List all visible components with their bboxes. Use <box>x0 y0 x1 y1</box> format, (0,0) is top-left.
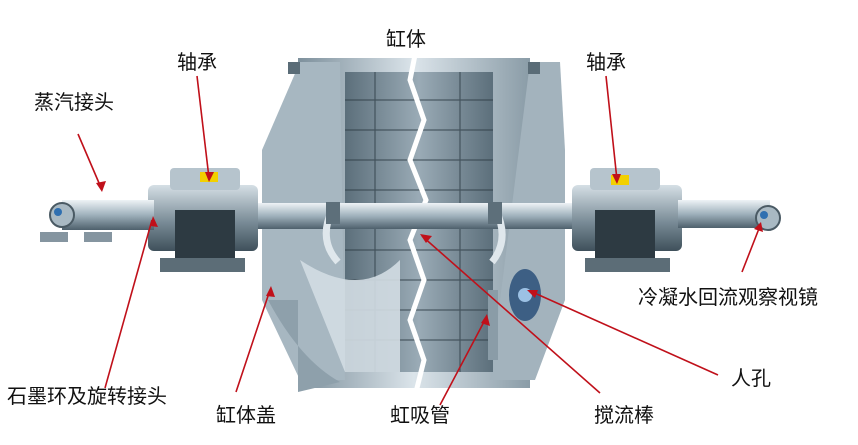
left-bearing-inner <box>175 210 235 258</box>
rim-bolt-right <box>528 62 540 74</box>
label-cylinder-cover: 缸体盖 <box>216 403 276 427</box>
rim-bolt-left <box>288 62 300 74</box>
siphon-pipes <box>322 202 506 360</box>
leader-spoiler-bar <box>421 235 601 394</box>
label-manhole: 人孔 <box>731 366 771 390</box>
steam-joint-window <box>54 208 62 216</box>
leader-bearing-left <box>196 75 210 179</box>
label-steam-joint: 蒸汽接头 <box>34 90 114 114</box>
steam-joint-assembly <box>40 200 154 242</box>
steam-joint-elbow <box>49 202 75 228</box>
leader-sight-glass <box>741 225 761 273</box>
condensate-pipe <box>678 200 770 228</box>
label-bearing-right: 轴承 <box>586 50 626 74</box>
leader-bearing-right <box>605 75 618 181</box>
steam-joint-foot-2 <box>84 232 112 242</box>
leader-steam-joint <box>77 133 103 191</box>
label-cylinder: 缸体 <box>386 27 426 51</box>
label-spoiler-bar: 搅流棒 <box>594 403 654 427</box>
right-bearing-yellow <box>611 175 629 185</box>
cover-cutaway-light <box>300 260 400 372</box>
leader-siphon <box>439 317 487 406</box>
right-bearing-inner <box>595 210 655 258</box>
leader-graphite-ring <box>104 219 153 389</box>
steam-joint-pipe <box>62 200 154 230</box>
label-bearing-left: 轴承 <box>177 50 217 74</box>
right-bearing-assembly <box>572 168 682 272</box>
left-bearing-assembly <box>148 168 258 272</box>
steam-joint-foot <box>40 232 68 242</box>
leader-lines <box>77 75 761 406</box>
label-graphite-ring: 石墨环及旋转接头 <box>7 384 167 408</box>
siphon-tube <box>488 290 498 360</box>
cover-cutaway <box>268 300 340 392</box>
manhole <box>509 269 541 321</box>
left-bearing-base <box>160 258 245 272</box>
label-siphon: 虹吸管 <box>390 403 450 427</box>
central-shaft <box>250 203 580 229</box>
right-bearing-base <box>585 258 670 272</box>
leader-manhole <box>529 290 719 376</box>
condensate-assembly <box>678 200 781 231</box>
label-sight-glass: 冷凝水回流观察视镜 <box>638 285 818 309</box>
leader-cylinder-cover <box>235 289 271 393</box>
leader-arrowheads <box>96 172 763 326</box>
sight-glass-window <box>760 211 768 219</box>
